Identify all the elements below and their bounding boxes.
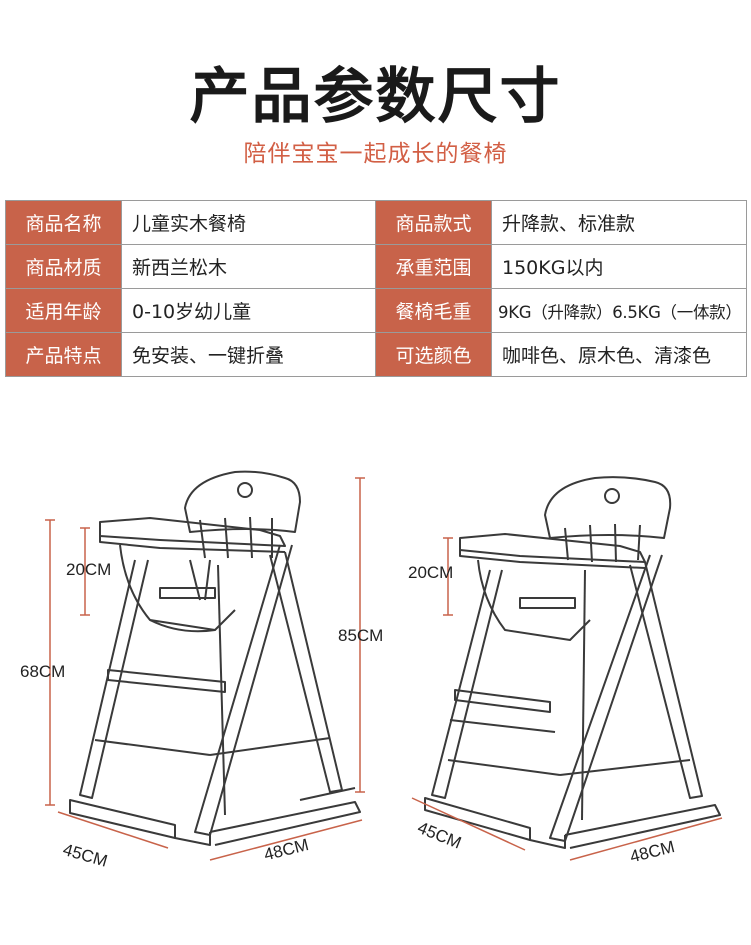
spec-table: 商品名称 儿童实木餐椅 商品款式 升降款、标准款 商品材质 新西兰松木 承重范围… [5,200,747,377]
spec-value: 咖啡色、原木色、清漆色 [491,332,747,377]
spec-label: 可选颜色 [375,332,492,377]
high-chair-drawing-right [424,476,721,849]
spec-label: 承重范围 [375,244,492,289]
spec-row: 商品材质 新西兰松木 承重范围 150KG以内 [5,244,747,289]
spec-label: 商品材质 [5,244,122,289]
left-tray-height-label: 20CM [66,560,112,579]
spec-label: 产品特点 [5,332,122,377]
spec-value: 150KG以内 [491,244,747,289]
chair-dimension-figure: 20CM 68CM 85CM 45CM 48CM 20CM 45CM 48CM [0,420,751,940]
spec-row: 商品名称 儿童实木餐椅 商品款式 升降款、标准款 [5,200,747,245]
spec-row: 适用年龄 0-10岁幼儿童 餐椅毛重 9KG（升降款）6.5KG（一体款） [5,288,747,333]
spec-label: 商品款式 [375,200,492,245]
spec-value: 儿童实木餐椅 [121,200,376,245]
page-title: 产品参数尺寸 [189,62,562,132]
spec-value: 免安装、一键折叠 [121,332,376,377]
spec-value: 新西兰松木 [121,244,376,289]
spec-label: 商品名称 [5,200,122,245]
spec-label: 餐椅毛重 [375,288,492,333]
high-chair-drawing-left [69,470,361,846]
left-total-height-label: 85CM [338,626,384,645]
spec-row: 产品特点 免安装、一键折叠 可选颜色 咖啡色、原木色、清漆色 [5,332,747,377]
spec-label: 适用年龄 [5,288,122,333]
spec-value: 0-10岁幼儿童 [121,288,376,333]
page-subtitle: 陪伴宝宝一起成长的餐椅 [243,141,508,167]
left-seat-height-label: 68CM [20,662,66,681]
dimension-lines [45,477,723,861]
spec-value: 9KG（升降款）6.5KG（一体款） [491,288,747,333]
right-tray-height-label: 20CM [408,563,454,582]
spec-value: 升降款、标准款 [491,200,747,245]
